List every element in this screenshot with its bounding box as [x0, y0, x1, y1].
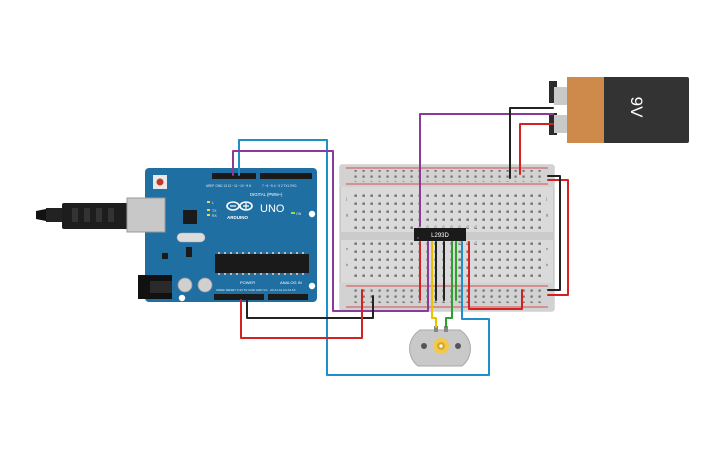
wire-blue — [238, 139, 490, 376]
power-label: POWER — [240, 280, 255, 285]
usb-cable — [36, 203, 132, 229]
wire-red-chip-right — [468, 241, 523, 310]
atmega-chip — [215, 254, 309, 273]
analog-header — [268, 294, 308, 300]
dc-motor — [409, 326, 471, 367]
wire-purple-arduino — [232, 150, 429, 312]
wire-yellow-motor — [431, 241, 437, 328]
board-brand: ARDUINO — [227, 215, 248, 220]
digital-header-right — [260, 173, 312, 179]
wire-red-rail — [547, 179, 569, 296]
power-header — [214, 294, 264, 300]
wires — [232, 107, 569, 376]
chip-label: L293D — [431, 233, 449, 239]
arduino-logo-icon — [226, 201, 253, 211]
wire-purple-battery — [419, 113, 554, 227]
svg-text:g: g — [546, 212, 548, 217]
svg-text:g: g — [346, 212, 348, 217]
wire-red-5v — [240, 289, 363, 339]
svg-text:e: e — [546, 246, 549, 251]
svg-text:IOREF RESET 3.3V 5V GND GND Vi: IOREF RESET 3.3V 5V GND GND Vin — [216, 288, 268, 292]
wire-green-motor — [445, 241, 453, 328]
battery-label: 9V — [627, 97, 646, 118]
board-model: UNO — [260, 203, 285, 215]
wire-black-rail — [547, 175, 561, 291]
usb-port — [126, 197, 166, 233]
l-led-label: L — [212, 201, 214, 205]
arduino-uno-board: AREF GND 13 12 ~11 ~10 ~9 8 7 ~6 ~5 4 ~3… — [36, 168, 317, 302]
svg-text:b: b — [346, 262, 349, 267]
wire-red-battery — [519, 123, 554, 175]
svg-text:A0 A1 A2 A3 A4 A5: A0 A1 A2 A3 A4 A5 — [270, 288, 296, 292]
battery-9v: 9V — [549, 77, 689, 143]
tx-led-label: TX — [212, 209, 217, 213]
svg-text:AREF GND 13 12 ~11 ~10 ~9 8: AREF GND 13 12 ~11 ~10 ~9 8 — [206, 184, 251, 188]
wire-black-battery — [509, 107, 554, 179]
svg-text:j: j — [545, 196, 547, 201]
svg-text:j: j — [345, 196, 347, 201]
wire-black-gnd — [246, 295, 374, 319]
analog-label: ANALOG IN — [280, 280, 302, 285]
digital-label: DIGITAL (PWM~) — [250, 192, 283, 197]
on-led-label: ON — [296, 212, 302, 216]
svg-text:7 ~6 ~5 4 ~3 2 TX1 RX0: 7 ~6 ~5 4 ~3 2 TX1 RX0 — [262, 184, 297, 188]
svg-text:e: e — [346, 246, 349, 251]
rx-led-label: RX — [212, 214, 218, 218]
svg-text:b: b — [546, 262, 549, 267]
digital-header-left — [212, 173, 256, 179]
